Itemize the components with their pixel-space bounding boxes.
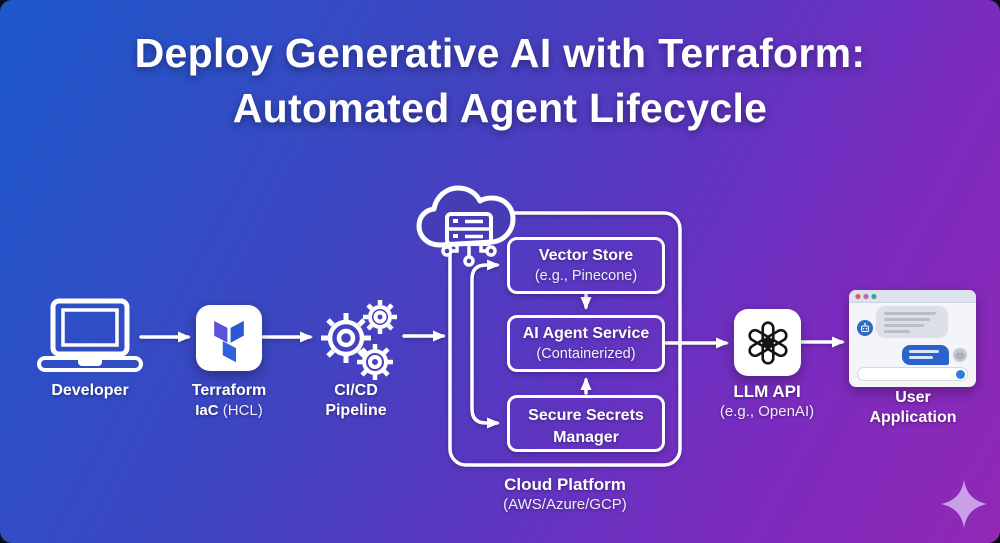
user-avatar-icon [953,348,967,362]
cicd-label: CI/CD Pipeline [325,382,387,419]
browser-titlebar [849,290,976,303]
window-dots-icon [855,293,877,300]
cloud-platform-label: Cloud Platform (AWS/Azure/GCP) [503,475,627,513]
gears-icon [312,296,412,389]
ai-agent-service-box: AI Agent Service (Containerized) [507,315,665,372]
developer-label: Developer [51,382,129,399]
vector-store-box: Vector Store (e.g., Pinecone) [507,237,665,294]
terraform-piece-stem [222,341,237,363]
terraform-label: Terraform IaC (HCL) [191,382,267,419]
terraform-piece-right [230,320,244,343]
page-title: Deploy Generative AI with Terraform: Aut… [0,26,1000,136]
arrow-branch-secrets [470,298,500,429]
laptop-icon [36,298,144,381]
title-line-2: Automated Agent Lifecycle [232,85,768,131]
arrow-branch-vector-store [470,259,500,302]
secrets-manager-box: Secure Secrets Manager [507,395,665,452]
terraform-piece-left [214,320,228,343]
bot-message-bubble [876,306,948,338]
llm-api-label: LLM API (e.g., OpenAI) [719,382,815,420]
bot-avatar-icon [857,320,873,336]
browser-chat-window [849,290,976,387]
terraform-logo [196,305,262,371]
chat-input[interactable] [857,367,968,381]
user-application-label: User Application [869,389,957,426]
send-button-icon[interactable] [956,369,965,379]
title-line-1: Deploy Generative AI with Terraform: [134,30,866,76]
user-message-bubble [902,345,949,365]
cloud-server-icon [413,180,523,279]
cloud-platform-boundary [448,211,682,467]
openai-logo [734,309,801,376]
sparkle-icon [938,476,990,537]
